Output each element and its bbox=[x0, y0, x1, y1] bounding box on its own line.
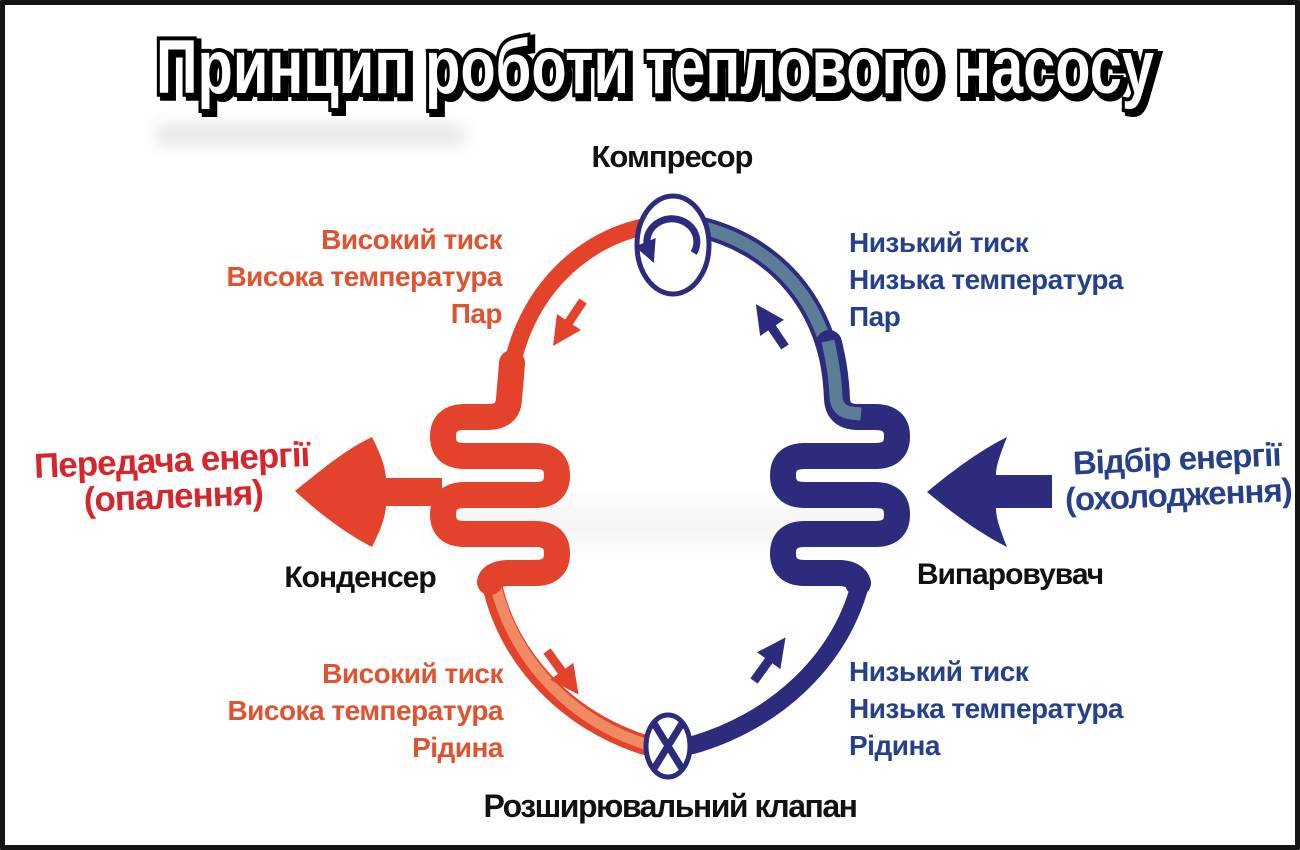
state-line: Рідина bbox=[849, 730, 940, 761]
page-title: Принцип роботи теплового насосу Принцип … bbox=[153, 22, 1163, 117]
condenser-label: Конденсер bbox=[284, 561, 436, 594]
watermark-smudge bbox=[155, 123, 465, 147]
expansion-valve-icon bbox=[643, 712, 693, 780]
energy-output-caption: Передача енергії (опалення) bbox=[9, 435, 337, 522]
hot-pipe-bottom-arc bbox=[487, 567, 651, 750]
heat-pump-cycle-diagram: Принцип роботи теплового насосу Принцип … bbox=[153, 22, 1163, 780]
compressor-label: Компресор bbox=[591, 139, 754, 174]
state-line: Низький тиск bbox=[849, 656, 1029, 687]
state-high-pressure-liquid: Високий тиск Висока температура Рідина bbox=[227, 655, 503, 766]
state-line: Рідина bbox=[412, 732, 503, 763]
state-line: Низька температура bbox=[849, 264, 1124, 295]
state-low-pressure-vapor: Низький тиск Низька температура Пар bbox=[849, 224, 1124, 335]
page-title-shadow: Принцип роботи теплового насосу bbox=[160, 28, 1158, 112]
flow-arrow-hot-top-icon bbox=[553, 298, 587, 346]
heat-output-arrow-icon bbox=[295, 437, 442, 547]
state-line: Пар bbox=[849, 301, 901, 332]
condenser-coil-icon bbox=[430, 350, 570, 595]
compressor-icon bbox=[634, 193, 712, 297]
energy-input-caption: Відбір енергії (охолодження) bbox=[1054, 436, 1295, 519]
expansion-valve-label: Розширювальний клапан bbox=[483, 788, 858, 824]
hot-pipe-top-arc bbox=[501, 217, 657, 386]
circle-x-valve-icon bbox=[651, 721, 685, 771]
state-line: Пар bbox=[450, 298, 503, 329]
evaporator-inlet-steel-segment bbox=[821, 339, 862, 421]
state-line: Високий тиск bbox=[322, 658, 503, 689]
flow-arrow-hot-bottom-icon bbox=[543, 648, 579, 695]
cold-pipe-top-arc bbox=[693, 220, 841, 392]
hot-pipe-bottom-arc-outline bbox=[481, 569, 655, 755]
page-title-text: Принцип роботи теплового насосу bbox=[156, 25, 1154, 109]
flow-arrow-cold-bottom-icon bbox=[750, 637, 786, 684]
state-line: Низька температура bbox=[849, 693, 1124, 724]
evaporator-label: Випаровувач bbox=[916, 558, 1104, 591]
state-line: Високий тиск bbox=[321, 224, 502, 255]
state-line: Низький тиск bbox=[849, 227, 1029, 258]
state-low-pressure-liquid: Низький тиск Низька температура Рідина bbox=[849, 653, 1124, 764]
rotation-ccw-arrow-icon bbox=[634, 215, 701, 263]
state-high-pressure-vapor: Високий тиск Висока температура Пар bbox=[226, 221, 502, 332]
heat-input-arrow-icon bbox=[927, 437, 1052, 547]
state-line: Висока температура bbox=[226, 261, 502, 292]
cold-pipe-bottom-arc bbox=[684, 572, 870, 754]
state-line: Висока температура bbox=[227, 695, 503, 726]
flow-arrow-cold-top-icon bbox=[755, 304, 789, 350]
